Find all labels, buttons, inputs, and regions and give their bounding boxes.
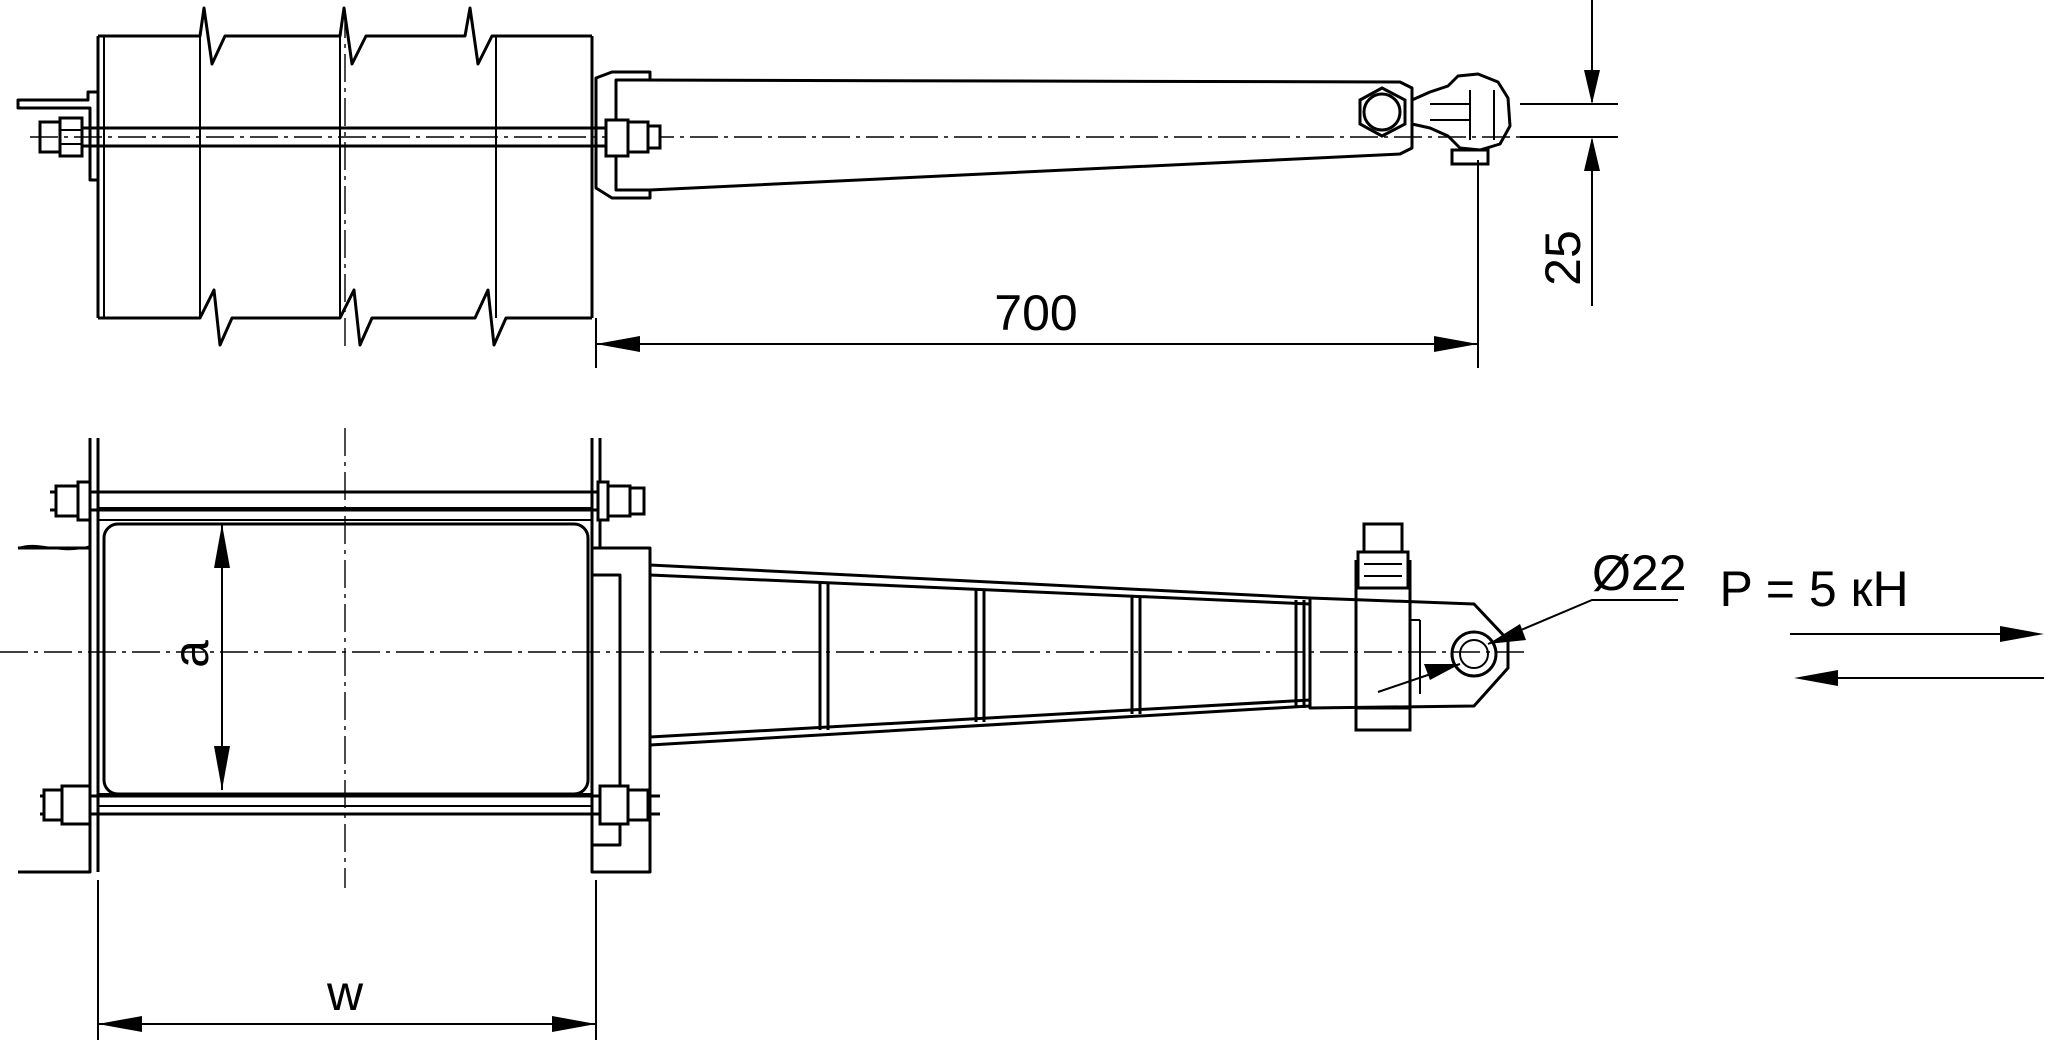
bolt-top-front xyxy=(50,480,646,522)
dimension-hole-label: Ø22 xyxy=(1592,545,1687,601)
load-label: P = 5 кН xyxy=(1719,561,1908,617)
clevis-top xyxy=(1411,72,1512,166)
bolt-bottom-front xyxy=(40,784,660,826)
eye-hole xyxy=(1450,630,1498,678)
dimension-w-label: w xyxy=(326,965,364,1021)
dimension-hole: Ø22 xyxy=(1377,545,1687,693)
load-indicator: P = 5 кН xyxy=(1719,561,2044,686)
bolt-nut-top-left xyxy=(38,116,84,158)
hex-nut-top xyxy=(1358,86,1407,138)
bolt-stack-eye xyxy=(1354,522,1412,732)
bolt-nut-top-right xyxy=(604,118,662,158)
dimension-a-label: a xyxy=(163,640,219,668)
dimension-700-label: 700 xyxy=(994,285,1077,341)
top-view xyxy=(16,0,1618,347)
front-view xyxy=(0,428,1530,888)
dimension-w: w xyxy=(97,880,597,1040)
insulator-top xyxy=(96,6,594,347)
dimension-a: a xyxy=(163,524,230,790)
dimension-25-label: 25 xyxy=(1535,230,1591,286)
dimension-700: 700 xyxy=(595,160,1479,368)
